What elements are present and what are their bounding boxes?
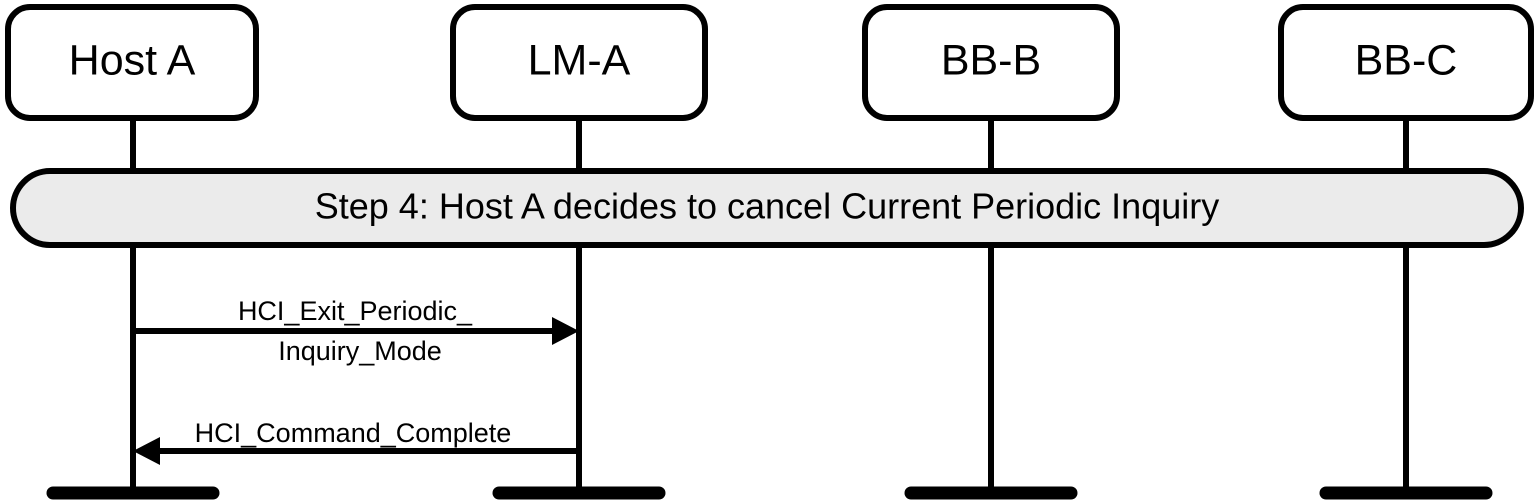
participant-bb-c[interactable]: BB-C bbox=[1278, 4, 1534, 121]
message-label-2-line-1: HCI_Command_Complete bbox=[195, 418, 512, 448]
message-arrowhead-left-2 bbox=[133, 437, 160, 465]
message-hci-command-complete: HCI_Command_Complete bbox=[133, 418, 579, 465]
message-label-1-line-1: HCI_Exit_Periodic_ bbox=[238, 296, 473, 326]
step-banner-rect bbox=[10, 168, 1524, 248]
participant-box-bb-b[interactable] bbox=[862, 4, 1120, 121]
participant-label-bb-c: BB-C bbox=[1355, 36, 1458, 84]
participant-host-a[interactable]: Host A bbox=[5, 4, 259, 121]
participant-box-host-a[interactable] bbox=[5, 4, 259, 121]
participant-box-bb-c[interactable] bbox=[1278, 4, 1534, 121]
message-arrowhead-right-1 bbox=[552, 317, 579, 345]
participant-label-lm-a: LM-A bbox=[528, 36, 631, 84]
step-banner-label: Step 4: Host A decides to cancel Current… bbox=[315, 186, 1219, 227]
step-banner: Step 4: Host A decides to cancel Current… bbox=[10, 168, 1524, 248]
participant-lm-a[interactable]: LM-A bbox=[450, 4, 708, 121]
participant-box-lm-a[interactable] bbox=[450, 4, 708, 121]
message-hci-exit-periodic-inquiry-mode: HCI_Exit_Periodic_ Inquiry_Mode bbox=[133, 296, 579, 366]
participant-label-host-a: Host A bbox=[69, 36, 196, 84]
participant-bb-b[interactable]: BB-B bbox=[862, 4, 1120, 121]
participant-label-bb-b: BB-B bbox=[941, 36, 1041, 84]
message-label-1-line-2: Inquiry_Mode bbox=[278, 336, 442, 366]
